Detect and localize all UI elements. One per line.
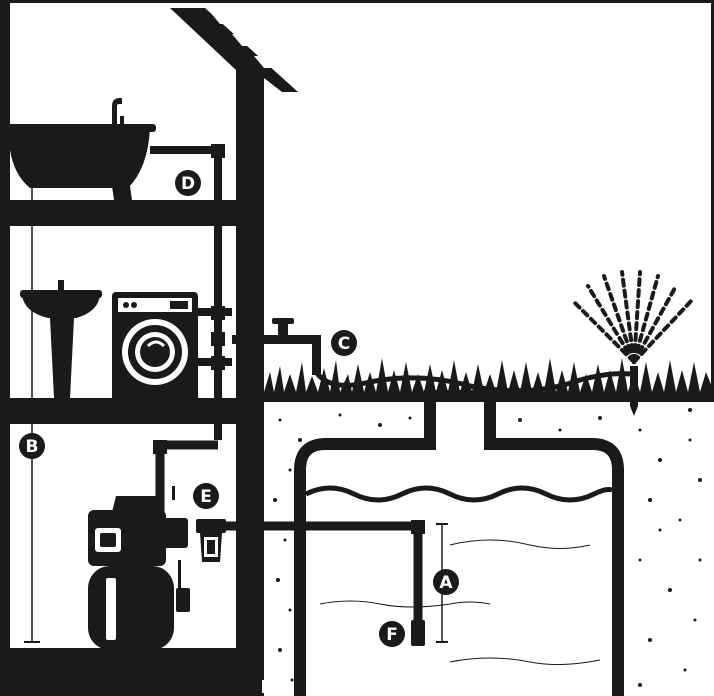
- label-c: C: [331, 330, 357, 356]
- rainwater-tank-icon: [294, 390, 624, 696]
- label-e: E: [193, 483, 219, 509]
- pump-unit-icon: [88, 440, 218, 650]
- label-e-text: E: [200, 487, 212, 507]
- washbasin-icon: [20, 280, 102, 398]
- label-c-text: C: [338, 334, 350, 354]
- label-d: D: [175, 170, 201, 196]
- washing-machine-icon: [112, 292, 198, 402]
- water-filter-icon: [196, 519, 226, 562]
- garden-tap-icon: [232, 318, 321, 375]
- label-b-text: B: [26, 437, 39, 457]
- suction-pipe-icon: [226, 520, 425, 646]
- water-surface: [304, 485, 613, 503]
- label-a-text: A: [439, 573, 453, 593]
- house-cross-section-icon: [0, 0, 298, 696]
- grass: [264, 358, 714, 400]
- lawn-sprinkler-icon: [570, 270, 694, 416]
- bathtub-icon: [8, 98, 156, 200]
- label-b: B: [19, 433, 45, 459]
- label-d-text: D: [181, 174, 195, 194]
- label-f-text: F: [386, 625, 398, 645]
- soil-specks: [273, 408, 702, 687]
- label-a: A: [433, 569, 459, 595]
- label-f: F: [379, 621, 405, 647]
